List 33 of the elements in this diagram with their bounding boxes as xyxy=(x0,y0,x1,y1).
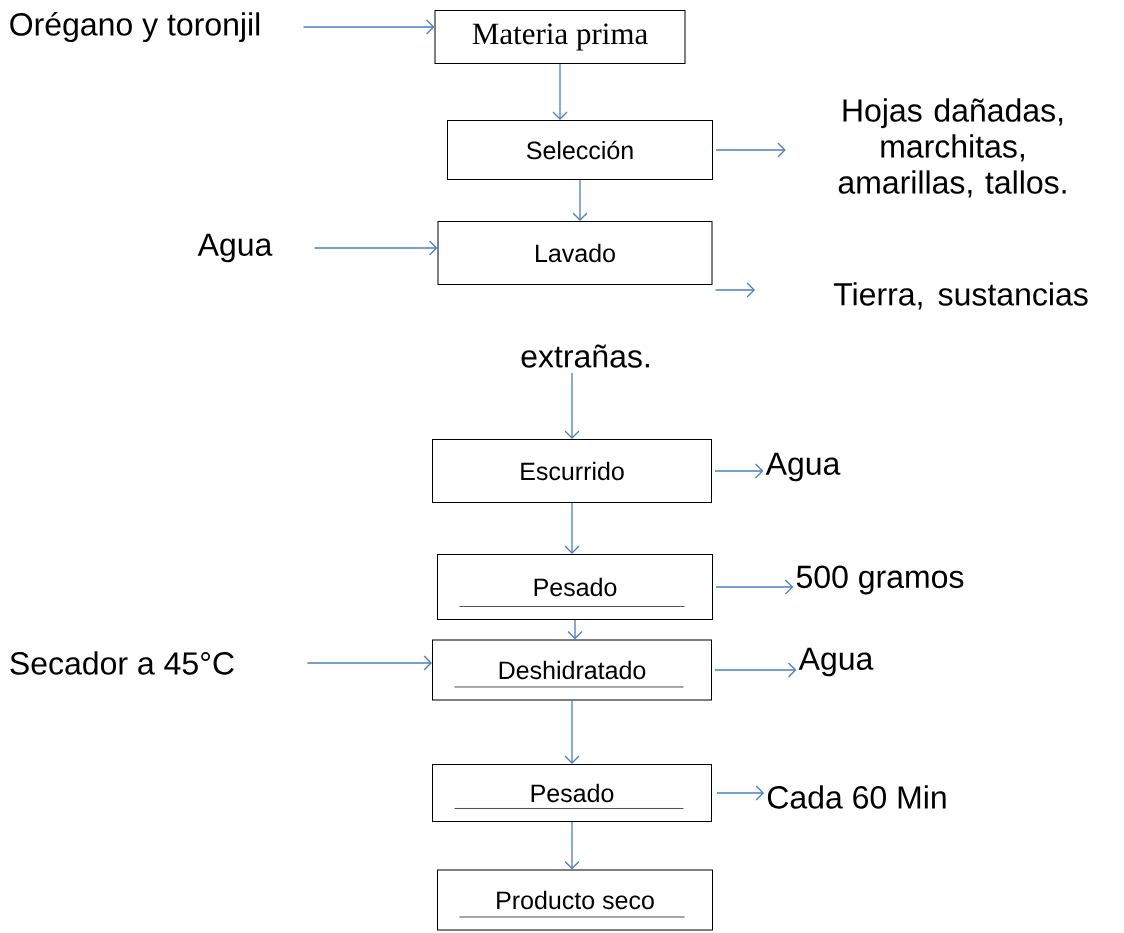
arrow xyxy=(567,619,583,640)
arrow xyxy=(306,655,432,671)
process-box: Pesado xyxy=(432,764,712,822)
side-label: Cada 60 Min xyxy=(767,785,946,809)
arrow xyxy=(313,240,438,256)
arrow xyxy=(302,19,435,35)
side-label: Tierra, sustancias extrañas. xyxy=(521,282,1088,368)
arrow xyxy=(716,785,765,801)
side-label: Hojas dañadas, marchitas, amarillas, tallos. xyxy=(838,98,1066,198)
arrow xyxy=(714,282,755,298)
arrow xyxy=(564,502,580,554)
process-box: Deshidratado xyxy=(432,639,712,701)
arrow xyxy=(714,662,797,678)
side-label: Orégano y toronjil xyxy=(10,11,260,43)
side-label: Secador a 45°C xyxy=(10,651,234,675)
process-box: Pesado xyxy=(437,554,713,620)
arrow xyxy=(715,579,794,595)
side-label: Agua xyxy=(798,647,874,677)
process-box: Materia prima xyxy=(434,10,686,64)
process-box: Lavado xyxy=(437,221,713,285)
arrow xyxy=(552,63,568,120)
side-label: 500 gramos xyxy=(796,565,964,595)
side-label: Agua xyxy=(197,233,273,263)
arrow xyxy=(714,463,764,479)
arrow xyxy=(564,821,580,870)
process-box: Selección xyxy=(447,120,713,180)
arrow xyxy=(715,142,786,158)
arrow xyxy=(564,699,580,764)
arrow xyxy=(572,179,588,221)
process-box: Producto seco xyxy=(437,869,713,931)
side-label: Agua xyxy=(765,452,841,482)
arrow xyxy=(564,372,580,439)
process-box: Escurrido xyxy=(432,439,712,503)
